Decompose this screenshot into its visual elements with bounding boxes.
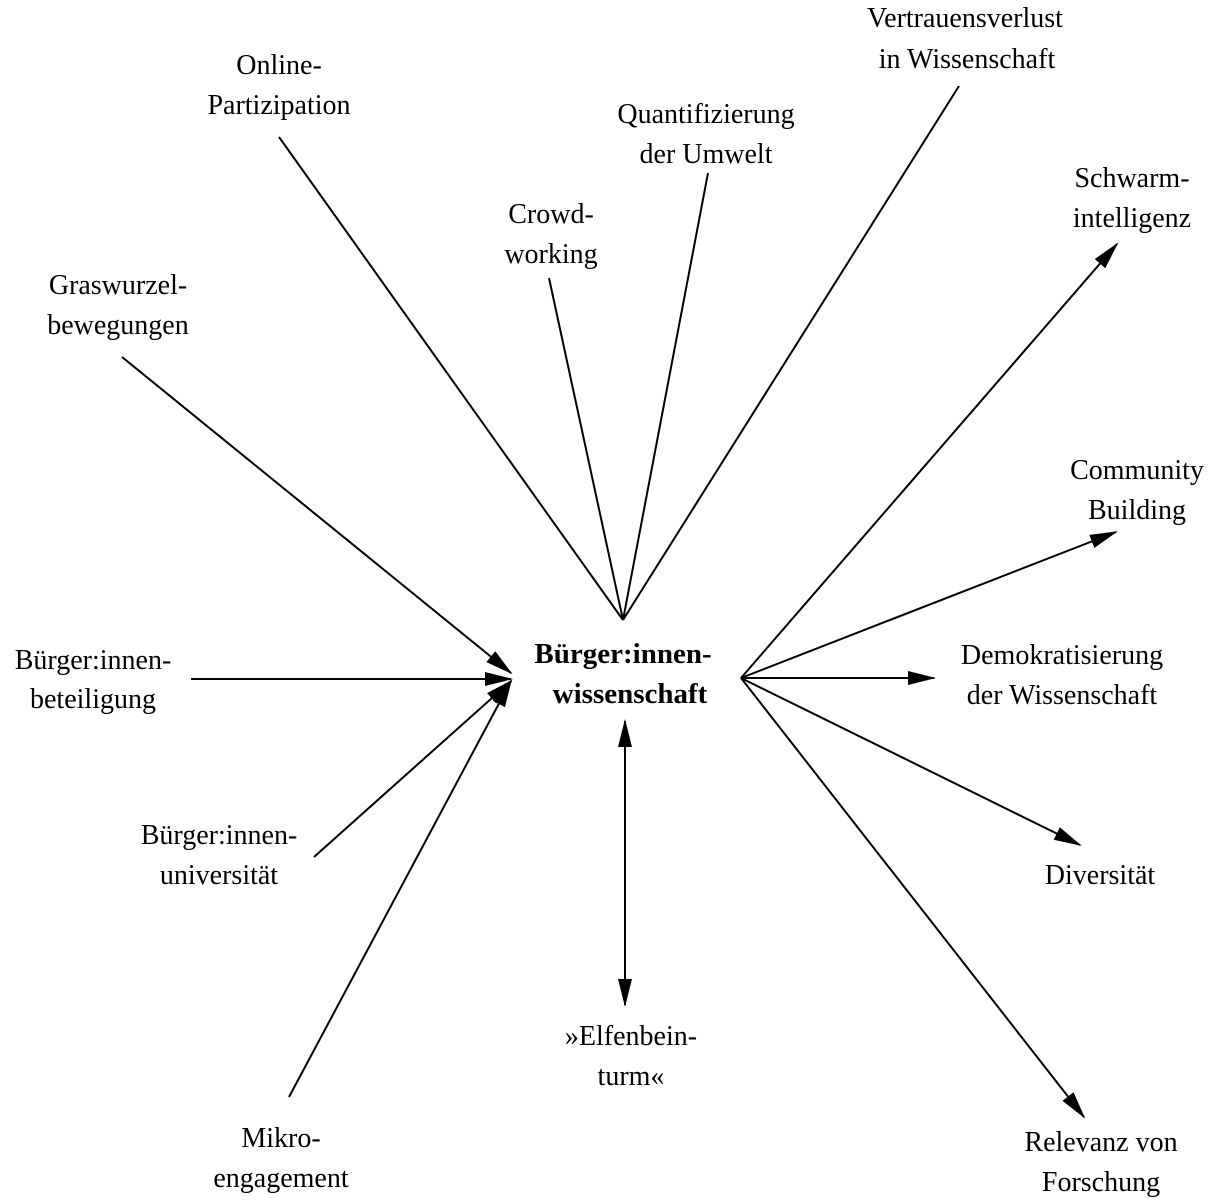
edge-graswurzel	[121, 356, 513, 675]
node-graswurzel: Graswurzel- bewegungen	[47, 270, 189, 341]
node-label-line1: Demokratisierung	[961, 640, 1163, 671]
node-label-line1: Vertrauensverlust	[867, 3, 1063, 34]
node-label-line1: Bürger:innen-	[141, 820, 298, 851]
edge-online-partizipation	[278, 136, 624, 621]
node-demokratisierung: Demokratisierung der Wissenschaft	[961, 640, 1163, 711]
edge-vertrauensverlust	[622, 85, 960, 621]
node-label-line2: der Wissenschaft	[967, 680, 1158, 711]
node-label-line1: Diversität	[1045, 860, 1156, 891]
node-relevanz: Relevanz von Forschung	[1024, 1127, 1177, 1198]
edge-schwarmintelligenz	[740, 242, 1119, 679]
node-label-line2: in Wissenschaft	[879, 44, 1056, 75]
node-label-line2: Building	[1088, 495, 1186, 526]
node-crowdworking: Crowd- working	[504, 199, 597, 270]
node-online-partizipation: Online- Partizipation	[207, 50, 350, 121]
node-schwarmintelligenz: Schwarm- intelligenz	[1073, 163, 1191, 234]
node-label-line2: bewegungen	[47, 310, 189, 341]
edge-buergeruniversitaet	[313, 679, 513, 858]
node-label-line1: Quantifizierung	[617, 99, 794, 130]
node-label-line2: universität	[160, 860, 278, 891]
node-label-line1: Bürger:innen-	[15, 645, 172, 676]
node-label-line1: Schwarm-	[1074, 163, 1189, 194]
edge-relevanz	[740, 677, 1086, 1119]
center-label-line1: Bürger:innen-	[534, 638, 711, 670]
node-label-line2: Forschung	[1042, 1167, 1160, 1198]
node-buergeruniversitaet: Bürger:innen- universität	[141, 820, 298, 891]
center-label-line2: wissenschaft	[553, 678, 708, 710]
edge-diversitaet	[740, 677, 1082, 846]
node-label-line1: Crowd-	[508, 199, 594, 230]
node-label-line1: Graswurzel-	[49, 270, 187, 301]
node-elfenbeinturm: »Elfenbein- turm«	[565, 1021, 697, 1092]
node-label-line2: beteiligung	[30, 684, 156, 715]
node-label-line2: Partizipation	[207, 90, 350, 121]
node-label-line1: Relevanz von	[1024, 1127, 1177, 1158]
node-quantifizierung: Quantifizierung der Umwelt	[617, 99, 794, 170]
edge-crowdworking	[548, 277, 624, 621]
node-label-line2: working	[504, 239, 597, 270]
node-community-building: Community Building	[1070, 455, 1204, 526]
edge-community-building	[740, 531, 1118, 679]
node-label-line2: der Umwelt	[640, 139, 773, 170]
edge-mikroengagement	[288, 679, 512, 1098]
node-diversitaet: Diversität	[1045, 860, 1156, 891]
center-node: Bürger:innen- wissenschaft	[534, 638, 711, 710]
node-buergerbeteiligung: Bürger:innen- beteiligung	[15, 645, 172, 715]
edge-quantifizierung	[622, 172, 709, 621]
node-mikroengagement: Mikro- engagement	[213, 1123, 348, 1194]
node-label-line2: intelligenz	[1073, 203, 1191, 234]
node-label-line1: »Elfenbein-	[565, 1021, 697, 1052]
node-label-line1: Community	[1070, 455, 1204, 486]
node-label-line2: turm«	[598, 1061, 665, 1092]
node-vertrauensverlust: Vertrauensverlust in Wissenschaft	[867, 3, 1063, 75]
node-label-line2: engagement	[213, 1163, 348, 1194]
node-label-line1: Mikro-	[241, 1123, 320, 1154]
node-label-line1: Online-	[236, 50, 322, 81]
